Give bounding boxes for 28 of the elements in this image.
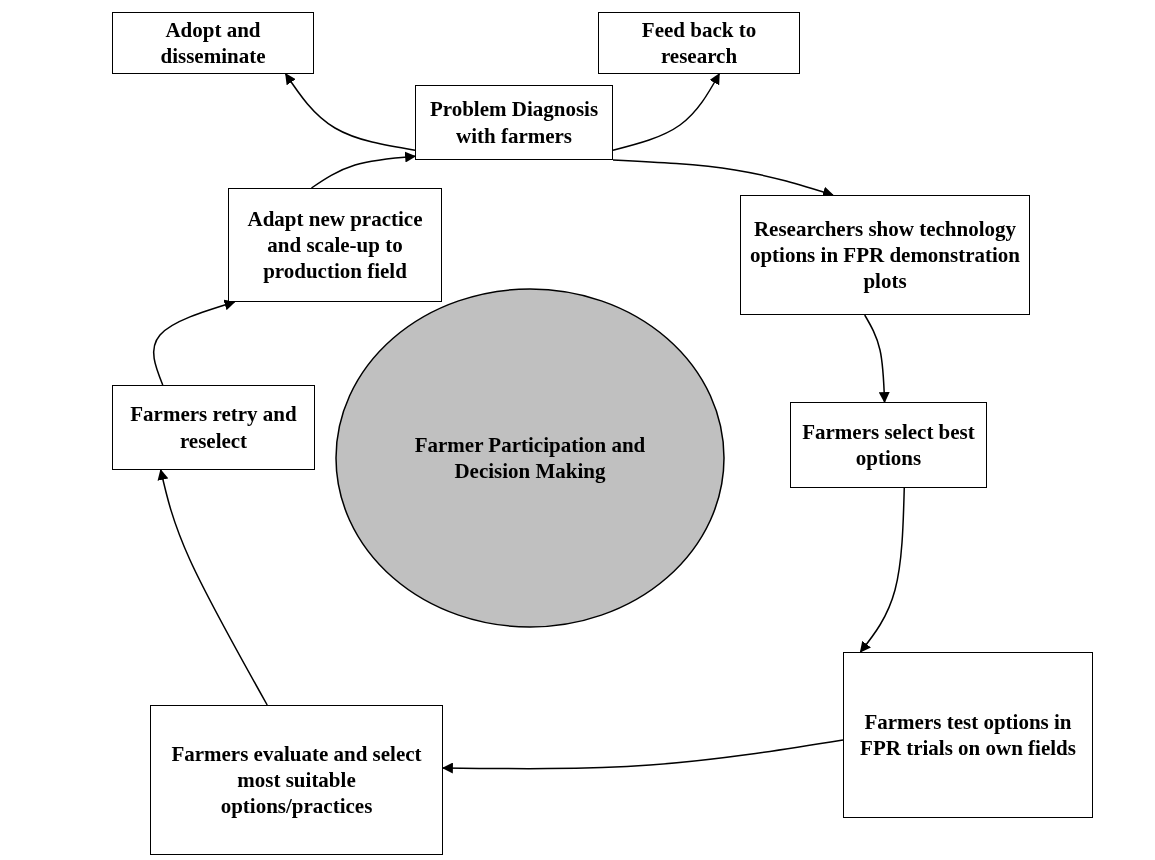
- box-label: Farmers retry and reselect: [129, 401, 298, 454]
- arrow: [612, 73, 720, 151]
- process-box: [112, 385, 315, 470]
- arrow: [863, 314, 890, 404]
- center-ellipse: [335, 288, 725, 628]
- process-box: [598, 12, 800, 74]
- process-box: [228, 188, 442, 302]
- box-label: Researchers show technology options in FPR demonstration plots: [749, 215, 1021, 295]
- arrow: [284, 73, 416, 151]
- box-label: Problem Diagnosis with farmers: [428, 96, 600, 149]
- process-box: [843, 652, 1093, 818]
- process-box: [740, 195, 1030, 315]
- process-box: [150, 705, 443, 855]
- arrow: [310, 151, 417, 189]
- box-label: Farmers test options in FPR trials on own fields: [859, 708, 1077, 762]
- box-label: Farmers select best options: [801, 418, 976, 472]
- process-box: [112, 12, 314, 74]
- box-label: Adapt new practice and scale-up to production field: [246, 205, 424, 285]
- box-label: Feed back to research: [640, 16, 758, 70]
- box-label: Adopt and disseminate: [159, 16, 267, 70]
- arrow: [152, 299, 236, 386]
- arrow: [441, 739, 844, 774]
- process-box: [415, 85, 613, 160]
- ellipse-label: Farmer Participation and Decision Making: [413, 431, 647, 485]
- arrow: [157, 468, 268, 706]
- process-box: [790, 402, 987, 488]
- box-label: Farmers evaluate and select most suitable options/practices: [170, 740, 423, 820]
- arrow: [859, 487, 905, 653]
